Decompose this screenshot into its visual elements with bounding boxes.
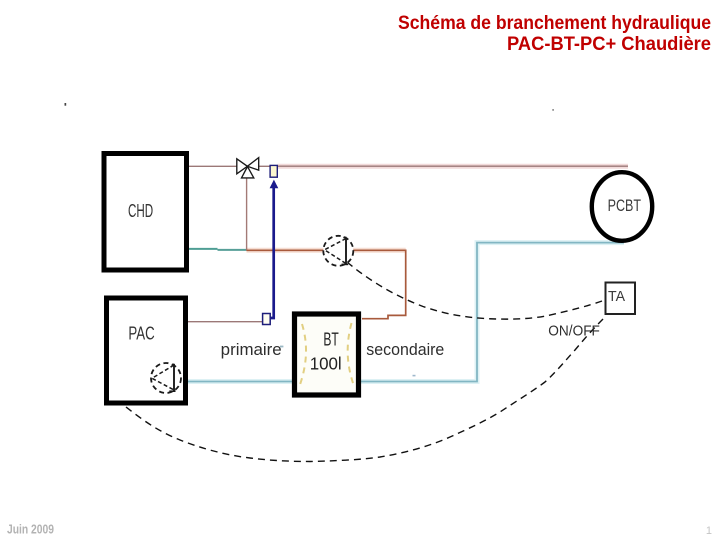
svg-text:primaire: primaire	[221, 341, 282, 359]
svg-text:100l: 100l	[310, 354, 342, 374]
svg-text:PAC-BT-PC+ Chaudière: PAC-BT-PC+ Chaudière	[507, 34, 711, 55]
svg-text:BT: BT	[323, 329, 339, 350]
svg-text:secondaire: secondaire	[366, 340, 444, 359]
svg-text:CHD: CHD	[128, 200, 153, 221]
svg-text:PCBT: PCBT	[608, 197, 641, 215]
svg-text:PAC: PAC	[128, 322, 154, 343]
svg-text:1: 1	[706, 525, 712, 537]
svg-text:TA: TA	[608, 288, 626, 305]
svg-text:Schéma de branchement hydrauli: Schéma de branchement hydraulique	[398, 13, 711, 34]
svg-text:ON/OFF: ON/OFF	[548, 323, 600, 339]
svg-text:Juin 2009: Juin 2009	[7, 523, 54, 537]
